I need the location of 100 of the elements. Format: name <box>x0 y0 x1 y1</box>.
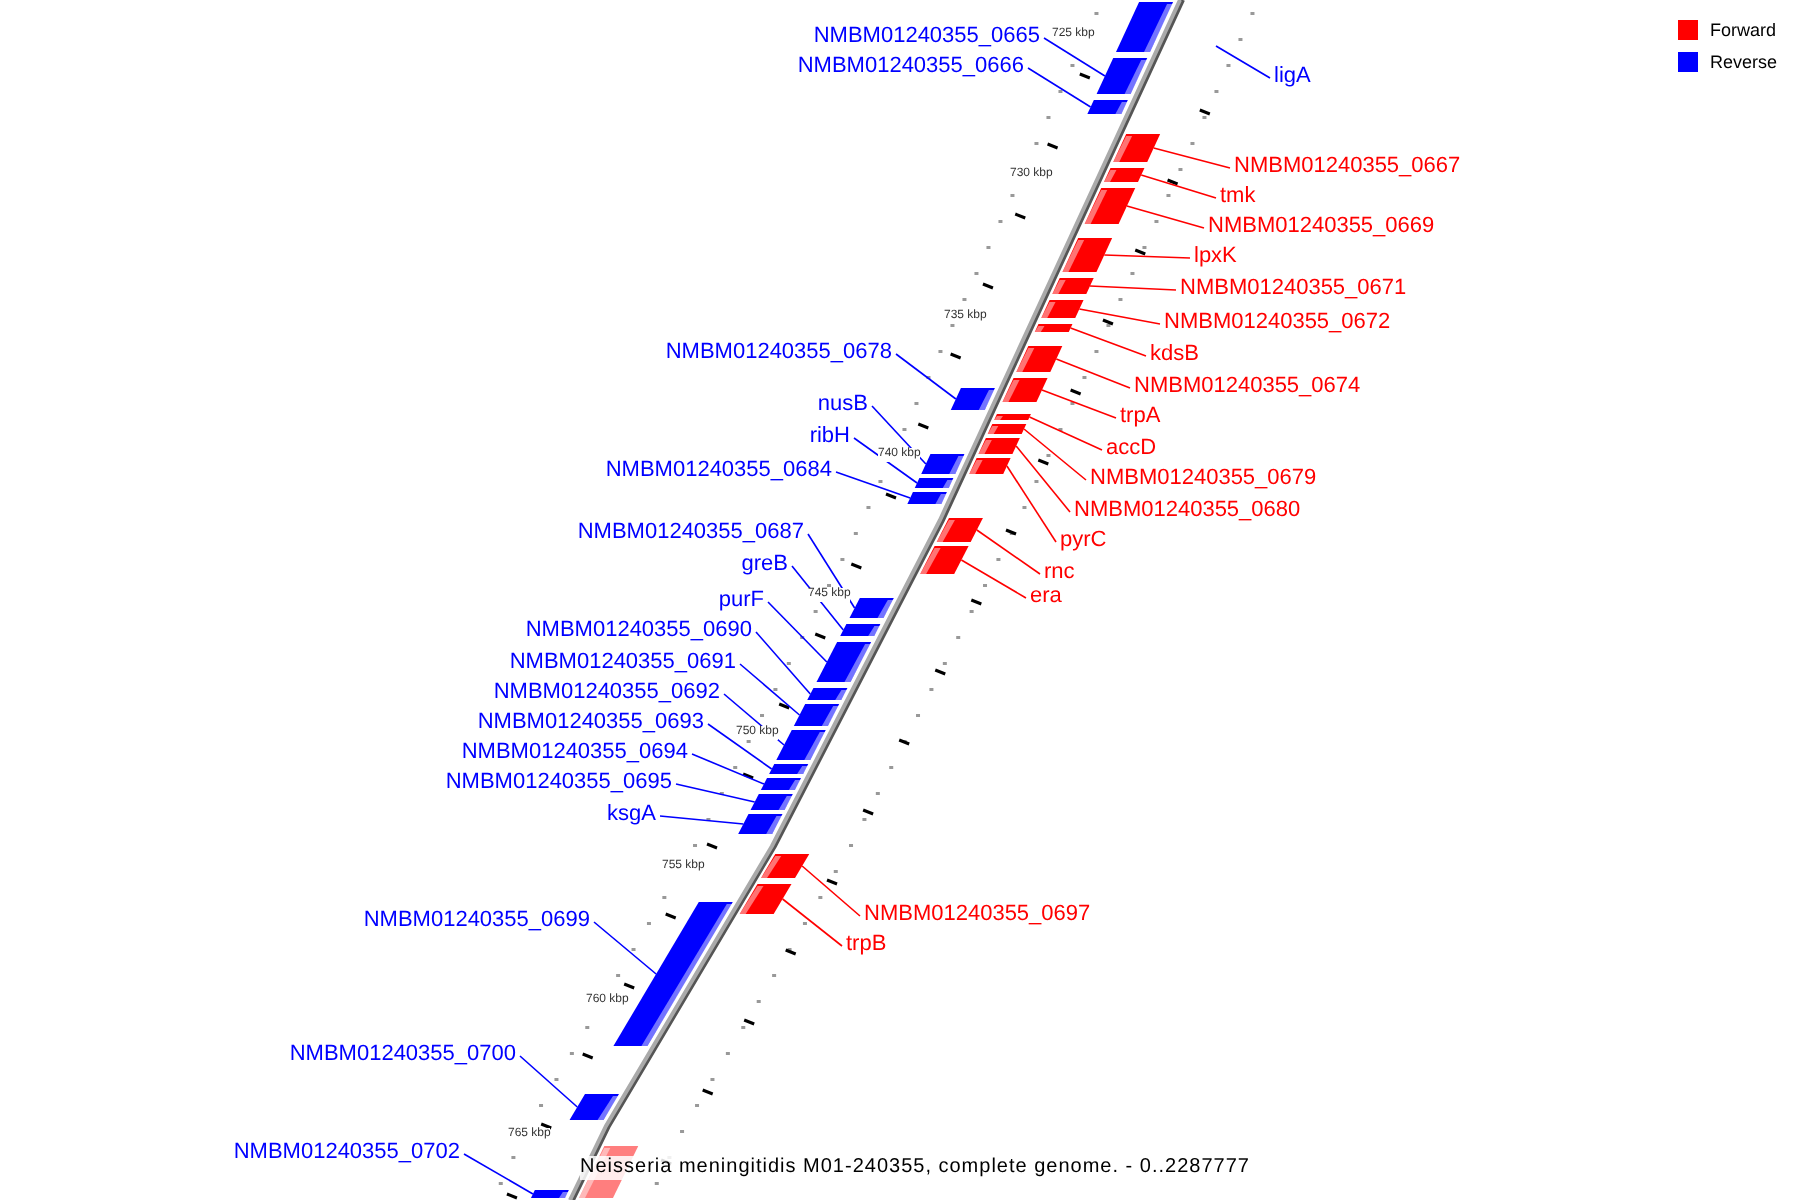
leader-line <box>1152 147 1231 169</box>
gene-label: NMBM01240355_0684 <box>605 456 832 484</box>
leader-line <box>1006 465 1057 543</box>
gene-block <box>1041 300 1084 318</box>
gene-block <box>569 1094 619 1120</box>
gene-block <box>613 902 733 1046</box>
gene-block <box>793 704 840 726</box>
gene-label: accD <box>1106 434 1157 462</box>
gene-block <box>739 884 792 914</box>
gene-block <box>969 458 1011 474</box>
gene-label: NMBM01240355_0671 <box>1180 274 1407 302</box>
gene-label: tmk <box>1220 182 1256 210</box>
gene-block <box>1052 278 1094 294</box>
gene-block <box>807 688 848 700</box>
gene-block <box>1104 168 1145 182</box>
gene-block <box>921 454 965 474</box>
gene-label: lpxK <box>1194 242 1237 270</box>
gene-label: NMBM01240355_0678 <box>665 338 892 366</box>
gene-label: NMBM01240355_0697 <box>864 900 1091 928</box>
leader-line <box>1043 37 1106 77</box>
gene-label: NMBM01240355_0665 <box>813 22 1040 50</box>
gene-block <box>1084 188 1136 224</box>
leader-line <box>1041 389 1117 419</box>
gene-label: trpB <box>846 930 887 958</box>
gene-block <box>760 778 802 790</box>
gene-block <box>1016 346 1063 372</box>
gene-label: NMBM01240355_0690 <box>525 616 752 644</box>
gene-block <box>914 478 954 488</box>
gene-label: era <box>1030 582 1062 610</box>
leader-line <box>895 353 957 400</box>
gene-block <box>1034 324 1073 332</box>
leader-line <box>691 753 765 785</box>
gene-block <box>769 764 809 774</box>
leader-line <box>1023 428 1087 481</box>
gene-label: ksgA <box>607 800 656 828</box>
gene-label: NMBM01240355_0679 <box>1090 464 1317 492</box>
leader-line <box>519 1055 579 1108</box>
leader-line <box>1069 327 1147 357</box>
leader-line <box>1140 174 1217 199</box>
gene-block <box>1062 238 1113 272</box>
leader-line <box>675 783 756 803</box>
gene-label: NMBM01240355_0667 <box>1234 152 1461 180</box>
gene-block <box>1096 58 1148 94</box>
gene-label: greB <box>741 550 788 578</box>
gene-block <box>950 388 995 410</box>
gene-block <box>936 518 983 542</box>
leader-line <box>1089 285 1177 291</box>
gene-label: NMBM01240355_0694 <box>461 738 688 766</box>
leader-line <box>835 471 911 499</box>
gene-label: nusB <box>817 390 868 418</box>
gene-block <box>816 642 872 682</box>
leader-line <box>1028 416 1103 451</box>
gene-block <box>920 546 969 574</box>
gene-block <box>750 794 793 810</box>
gene-label: NMBM01240355_0666 <box>797 52 1024 80</box>
gene-block <box>987 424 1027 434</box>
gene-label: NMBM01240355_0669 <box>1208 212 1435 240</box>
leader-line <box>767 601 828 663</box>
gene-label: ligA <box>1274 62 1311 90</box>
leader-line <box>801 865 861 917</box>
gene-block <box>761 854 810 878</box>
leader-line <box>1078 308 1161 325</box>
leader-line <box>791 565 845 631</box>
gene-block <box>1002 378 1048 402</box>
leader-line <box>707 723 773 770</box>
gene-label: purF <box>718 586 764 614</box>
leader-line <box>593 921 657 975</box>
leader-line <box>1055 358 1131 389</box>
legend-label: Forward <box>1710 20 1777 42</box>
leader-line <box>659 815 745 825</box>
gene-label: NMBM01240355_0700 <box>289 1040 516 1068</box>
leader-line <box>1215 45 1271 79</box>
gene-label: NMBM01240355_0695 <box>445 768 672 796</box>
gene-block <box>1087 100 1128 114</box>
leader-line <box>781 898 843 947</box>
gene-block <box>738 814 783 834</box>
gene-label: pyrC <box>1060 526 1107 554</box>
leader-line <box>739 663 801 716</box>
gene-block <box>994 414 1031 420</box>
gene-label: NMBM01240355_0699 <box>363 906 590 934</box>
gene-block <box>907 492 947 504</box>
gene-block <box>849 598 894 618</box>
gene-label: NMBM01240355_0702 <box>233 1138 460 1166</box>
leader-line <box>853 437 918 484</box>
gene-block <box>530 1190 569 1198</box>
gene-label: NMBM01240355_0674 <box>1134 372 1361 400</box>
gene-label: NMBM01240355_0687 <box>577 518 804 546</box>
gene-block <box>1113 134 1161 162</box>
gene-block <box>1116 2 1174 52</box>
gene-block <box>776 730 826 760</box>
leader-line <box>463 1153 534 1195</box>
gene-label: NMBM01240355_0692 <box>493 678 720 706</box>
legend-label: Reverse <box>1710 52 1778 74</box>
gene-label: trpA <box>1120 402 1161 430</box>
gene-label: rnc <box>1044 558 1075 586</box>
leader-line <box>976 529 1041 575</box>
leader-line <box>1015 445 1071 513</box>
gene-label: ribH <box>809 422 850 450</box>
leader-line <box>807 533 856 609</box>
leader-line <box>1126 205 1205 229</box>
